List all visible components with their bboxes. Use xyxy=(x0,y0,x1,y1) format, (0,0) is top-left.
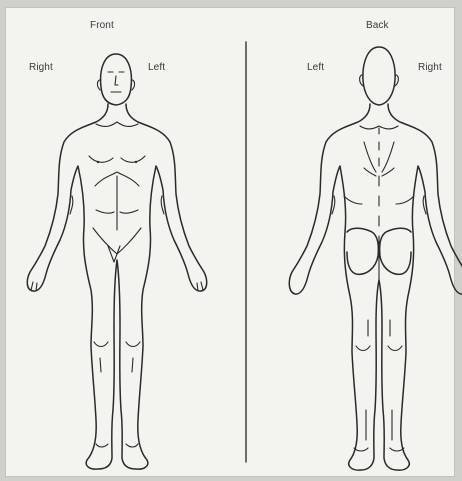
front-right-side-label: Right xyxy=(29,62,53,73)
front-body-outline xyxy=(27,104,206,469)
back-view-title: Back xyxy=(366,20,389,31)
front-left-side-label: Left xyxy=(148,62,165,73)
back-left-side-label: Left xyxy=(307,62,324,73)
back-body-figure xyxy=(289,47,462,470)
back-right-side-label: Right xyxy=(418,62,442,73)
front-view-title: Front xyxy=(90,20,114,31)
back-head xyxy=(363,47,395,105)
front-body-figure xyxy=(27,54,206,469)
